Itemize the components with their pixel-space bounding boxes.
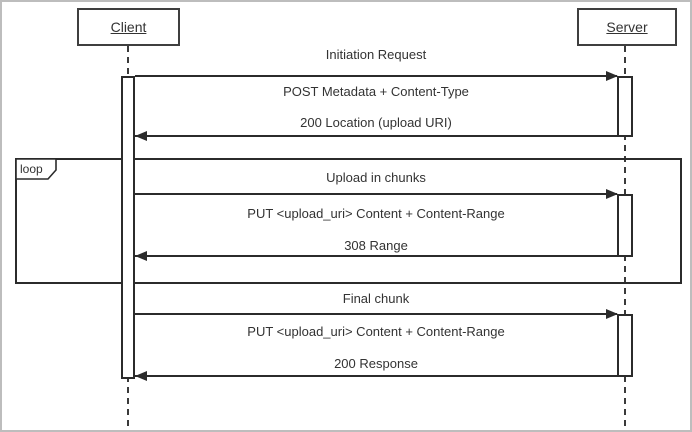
server-actor-box: Server	[577, 8, 677, 46]
loop-operator-label: loop	[20, 162, 43, 176]
server-actor-label: Server	[606, 19, 648, 35]
initiation-request-arrowhead-icon	[606, 71, 618, 81]
final-request-line	[135, 313, 617, 315]
chunk-request-label: PUT <upload_uri> Content + Content-Range	[247, 206, 505, 221]
initiation-request-line	[135, 75, 617, 77]
loop-section-title: Upload in chunks	[326, 170, 426, 185]
final-request-arrowhead-icon	[606, 309, 618, 319]
final-response-arrowhead-icon	[135, 371, 147, 381]
initiation-response-label: 200 Location (upload URI)	[300, 115, 452, 130]
chunk-response-line	[135, 255, 617, 257]
loop-fragment	[15, 158, 682, 284]
final-section-title: Final chunk	[342, 291, 410, 306]
server-activation-final	[617, 314, 633, 377]
client-actor-box: Client	[77, 8, 180, 46]
server-activation-loop	[617, 194, 633, 257]
chunk-response-label: 308 Range	[344, 238, 408, 253]
final-response-line	[135, 375, 617, 377]
chunk-request-arrowhead-icon	[606, 189, 618, 199]
client-actor-label: Client	[110, 19, 147, 35]
initiation-section-title: Initiation Request	[325, 47, 427, 62]
final-request-label: PUT <upload_uri> Content + Content-Range	[247, 324, 505, 339]
initiation-response-line	[135, 135, 617, 137]
initiation-response-arrowhead-icon	[135, 131, 147, 141]
initiation-request-label: POST Metadata + Content-Type	[283, 84, 469, 99]
chunk-response-arrowhead-icon	[135, 251, 147, 261]
chunk-request-line	[135, 193, 617, 195]
final-response-label: 200 Response	[334, 356, 418, 371]
client-activation-bar	[121, 76, 135, 379]
loop-operator-tag	[15, 158, 57, 180]
server-activation-initiation	[617, 76, 633, 137]
